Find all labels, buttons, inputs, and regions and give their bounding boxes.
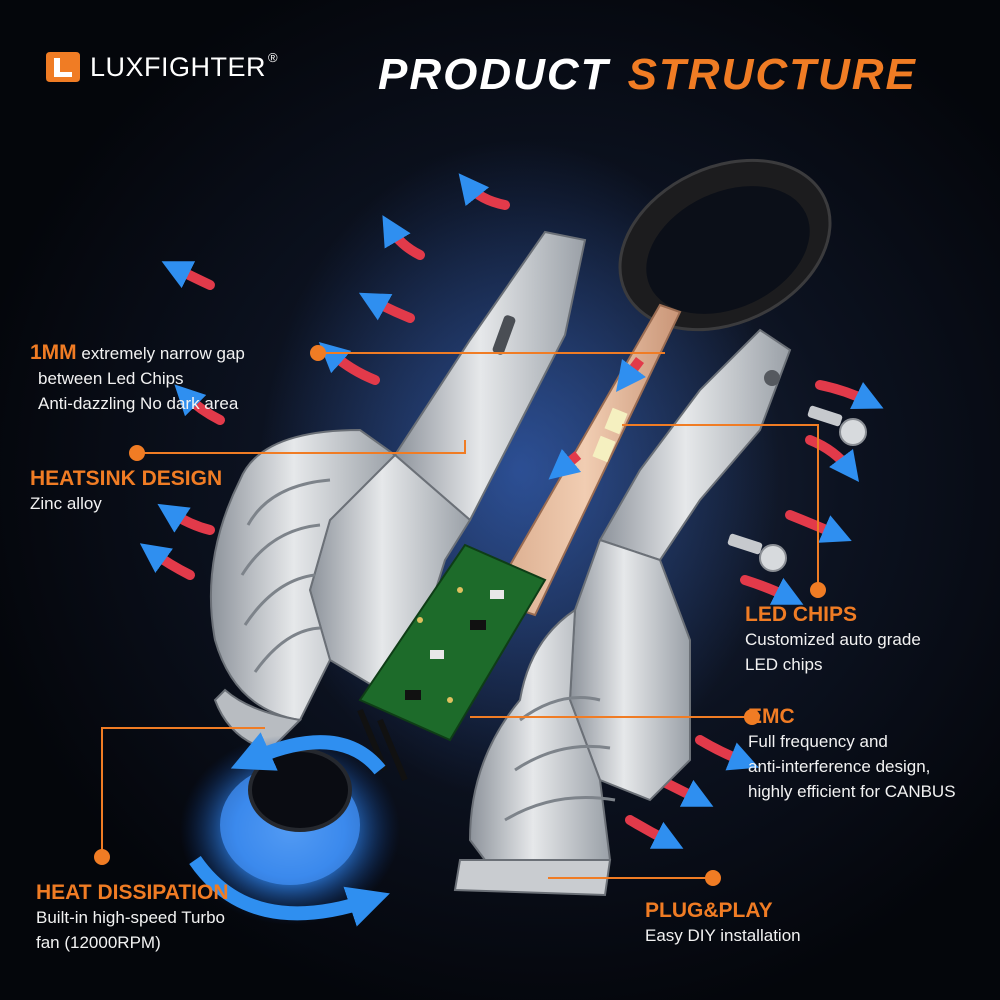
heat-dot — [94, 849, 110, 865]
gap-line1: extremely narrow gap — [81, 344, 245, 363]
led-dot — [810, 582, 826, 598]
plug-dot — [705, 870, 721, 886]
led-heading: LED CHIPS — [745, 603, 858, 626]
emc-line2: anti-interference design, — [748, 757, 931, 776]
rubber-ring — [618, 158, 832, 332]
heatsink-line1: Zinc alloy — [30, 494, 102, 513]
led-leader — [622, 424, 819, 590]
turbo-fan — [180, 732, 400, 927]
brand-logo: LUXFIGHTER ® — [44, 50, 278, 84]
gap-line3: Anti-dazzling No dark area — [38, 394, 239, 413]
right-heatsink — [453, 328, 792, 897]
callout-gap: 1MM extremely narrow gap between Led Chi… — [30, 340, 245, 416]
copper-led-board — [488, 303, 682, 617]
heat-line2: fan (12000RPM) — [36, 933, 161, 952]
gap-dot — [310, 345, 326, 361]
emc-line1: Full frequency and — [748, 732, 888, 751]
callout-heat-dissipation: HEAT DISSIPATION Built-in high-speed Tur… — [36, 880, 229, 955]
left-heatsink — [209, 230, 587, 752]
airflow-arrows — [139, 173, 884, 849]
page-title: PRODUCT STRUCTURE — [378, 50, 917, 100]
emc-dot — [744, 709, 760, 725]
emc-line3: highly efficient for CANBUS — [748, 782, 956, 801]
callout-emc: EMC Full frequency and anti-interference… — [748, 704, 956, 804]
screws — [727, 405, 867, 572]
callout-lines — [94, 345, 826, 886]
callout-plug-and-play: PLUG&PLAY Easy DIY installation — [645, 898, 801, 948]
plug-heading: PLUG&PLAY — [645, 899, 773, 922]
heatsink-leader — [137, 440, 466, 454]
led-line1: Customized auto grade — [745, 630, 921, 649]
driver-pcb — [357, 543, 547, 782]
heat-heading: HEAT DISSIPATION — [36, 881, 229, 904]
registered-mark: ® — [268, 49, 278, 65]
brand-mark-icon — [46, 52, 80, 82]
gap-line2: between Led Chips — [38, 369, 184, 388]
heatsink-dot — [129, 445, 145, 461]
gap-highlight: 1MM — [30, 341, 77, 364]
brand-name: LUXFIGHTER — [90, 51, 267, 82]
title-product: PRODUCT — [378, 50, 610, 99]
heatsink-heading: HEATSINK DESIGN — [30, 467, 223, 490]
led-line2: LED chips — [745, 655, 823, 674]
heat-leader — [101, 727, 265, 857]
callout-heatsink: HEATSINK DESIGN Zinc alloy — [30, 466, 222, 516]
title-structure: STRUCTURE — [627, 50, 917, 99]
plug-line1: Easy DIY installation — [645, 926, 801, 945]
heat-line1: Built-in high-speed Turbo — [36, 908, 226, 927]
emc-heading: EMC — [748, 705, 795, 728]
callout-led-chips: LED CHIPS Customized auto grade LED chip… — [745, 602, 921, 677]
